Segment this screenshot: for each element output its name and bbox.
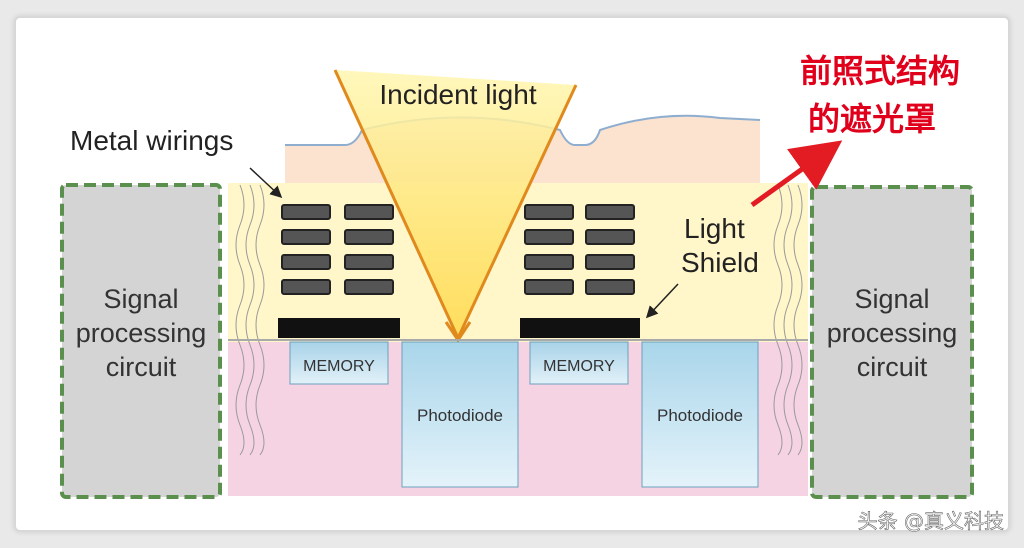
light-shield-left bbox=[278, 318, 400, 338]
signal-left-line3: circuit bbox=[106, 352, 177, 382]
signal-right-line3: circuit bbox=[857, 352, 928, 382]
light-shield-label-line2: Shield bbox=[681, 247, 759, 278]
break-lines bbox=[235, 184, 803, 456]
watermark: 头条 @真义科技 bbox=[858, 509, 1004, 533]
memory-right-label: MEMORY bbox=[543, 358, 615, 375]
signal-circuit-right bbox=[810, 185, 974, 499]
photodiode-left bbox=[401, 341, 519, 488]
metal-wirings-pointer bbox=[249, 167, 283, 199]
signal-right-line2: processing bbox=[827, 318, 958, 348]
memory-left bbox=[289, 341, 389, 385]
photodiode-right-label: Photodiode bbox=[657, 406, 743, 425]
light-shield-pointer bbox=[645, 283, 679, 319]
light-shield-right bbox=[520, 318, 640, 338]
red-arrow bbox=[750, 140, 843, 208]
signal-right-line1: Signal bbox=[854, 284, 929, 314]
light-shield-label-line1: Light bbox=[684, 213, 745, 244]
photodiode-left-label: Photodiode bbox=[417, 406, 503, 425]
metal-wirings-right bbox=[524, 204, 635, 295]
photodiode-right bbox=[641, 341, 759, 488]
memory-left-label: MEMORY bbox=[303, 358, 375, 375]
chinese-note-line1: 前照式结构 bbox=[800, 52, 960, 90]
chinese-note-line2: 的遮光罩 bbox=[808, 100, 936, 138]
metal-wirings-left bbox=[281, 204, 394, 295]
signal-circuit-left bbox=[60, 183, 222, 499]
signal-left-line2: processing bbox=[76, 318, 207, 348]
signal-left-line1: Signal bbox=[103, 284, 178, 314]
incident-light-label: Incident light bbox=[379, 79, 536, 110]
incident-light-beam bbox=[335, 70, 576, 338]
memory-right bbox=[529, 341, 629, 385]
metal-wirings-label: Metal wirings bbox=[70, 125, 233, 156]
